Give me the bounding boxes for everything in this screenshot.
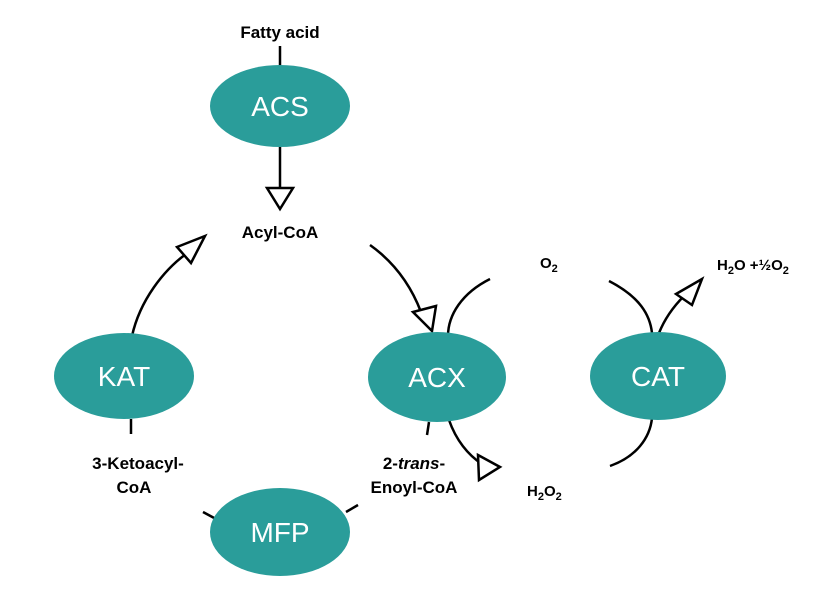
enoyl-coa-line2: Enoyl-CoA (371, 478, 458, 497)
cat-lower-curve (609, 417, 654, 468)
mfp-enzyme: MFP (210, 488, 350, 576)
acyl-coa-to-acx-arrow (369, 243, 423, 313)
ketoacyl-coa-line1: 3-Ketoacyl- (92, 454, 184, 473)
mfp-label: MFP (250, 517, 309, 548)
water-subscript-1: 2 (728, 265, 734, 277)
cat-ellipse (590, 332, 726, 420)
kat-enzyme: KAT (54, 333, 194, 419)
acx-ellipse (368, 332, 506, 422)
acs-arrowhead (264, 186, 296, 212)
kat-arrowhead (174, 233, 208, 266)
h2o2-subscript-1: 2 (538, 491, 544, 503)
enoyl-suffix: - (440, 454, 446, 473)
h2o2-o: O (544, 483, 556, 500)
kat-label: KAT (98, 361, 150, 392)
h2o2-subscript-2: 2 (556, 491, 562, 503)
h2o2-label: H2O2 (527, 483, 562, 503)
h2o2-arrowhead (476, 452, 503, 483)
cat-product-arrow (657, 295, 685, 334)
enoyl-prefix: 2- (383, 454, 398, 473)
o2-o: O (540, 255, 552, 272)
fatty-acid-label: Fatty acid (240, 23, 319, 42)
acx-label: ACX (408, 362, 466, 393)
acs-enzyme: ACS (210, 65, 350, 147)
ketoacyl-coa-line2: CoA (117, 478, 152, 497)
mfp-right-tick (345, 503, 359, 514)
h2o2-h: H (527, 483, 538, 500)
acyl-coa-label: Acyl-CoA (242, 223, 319, 242)
kat-ellipse (54, 333, 194, 419)
acx-to-enoyl-tick (425, 421, 431, 436)
o2-uptake-curve (446, 277, 491, 337)
cat-upper-curve (608, 279, 654, 334)
enoyl-trans: trans (398, 454, 440, 473)
water-subscript-2: 2 (783, 265, 789, 277)
mfp-ellipse (210, 488, 350, 576)
water-h: H (717, 257, 728, 274)
cat-enzyme: CAT (590, 332, 726, 420)
kat-to-acyl-coa-arrow (130, 252, 187, 337)
cat-arrowhead (673, 276, 705, 307)
o2-subscript: 2 (552, 263, 558, 275)
water-oxygen-label: H2O +½O2 (717, 257, 789, 277)
o2-label: O2 (540, 255, 558, 275)
water-rest: O +½O (734, 257, 783, 274)
cat-label: CAT (631, 361, 685, 392)
acx-enzyme: ACX (368, 332, 506, 422)
acs-label: ACS (251, 91, 309, 122)
acs-ellipse (210, 65, 350, 147)
acx-arrowhead (410, 304, 438, 334)
enoyl-coa-line1: 2-trans- (383, 454, 445, 473)
